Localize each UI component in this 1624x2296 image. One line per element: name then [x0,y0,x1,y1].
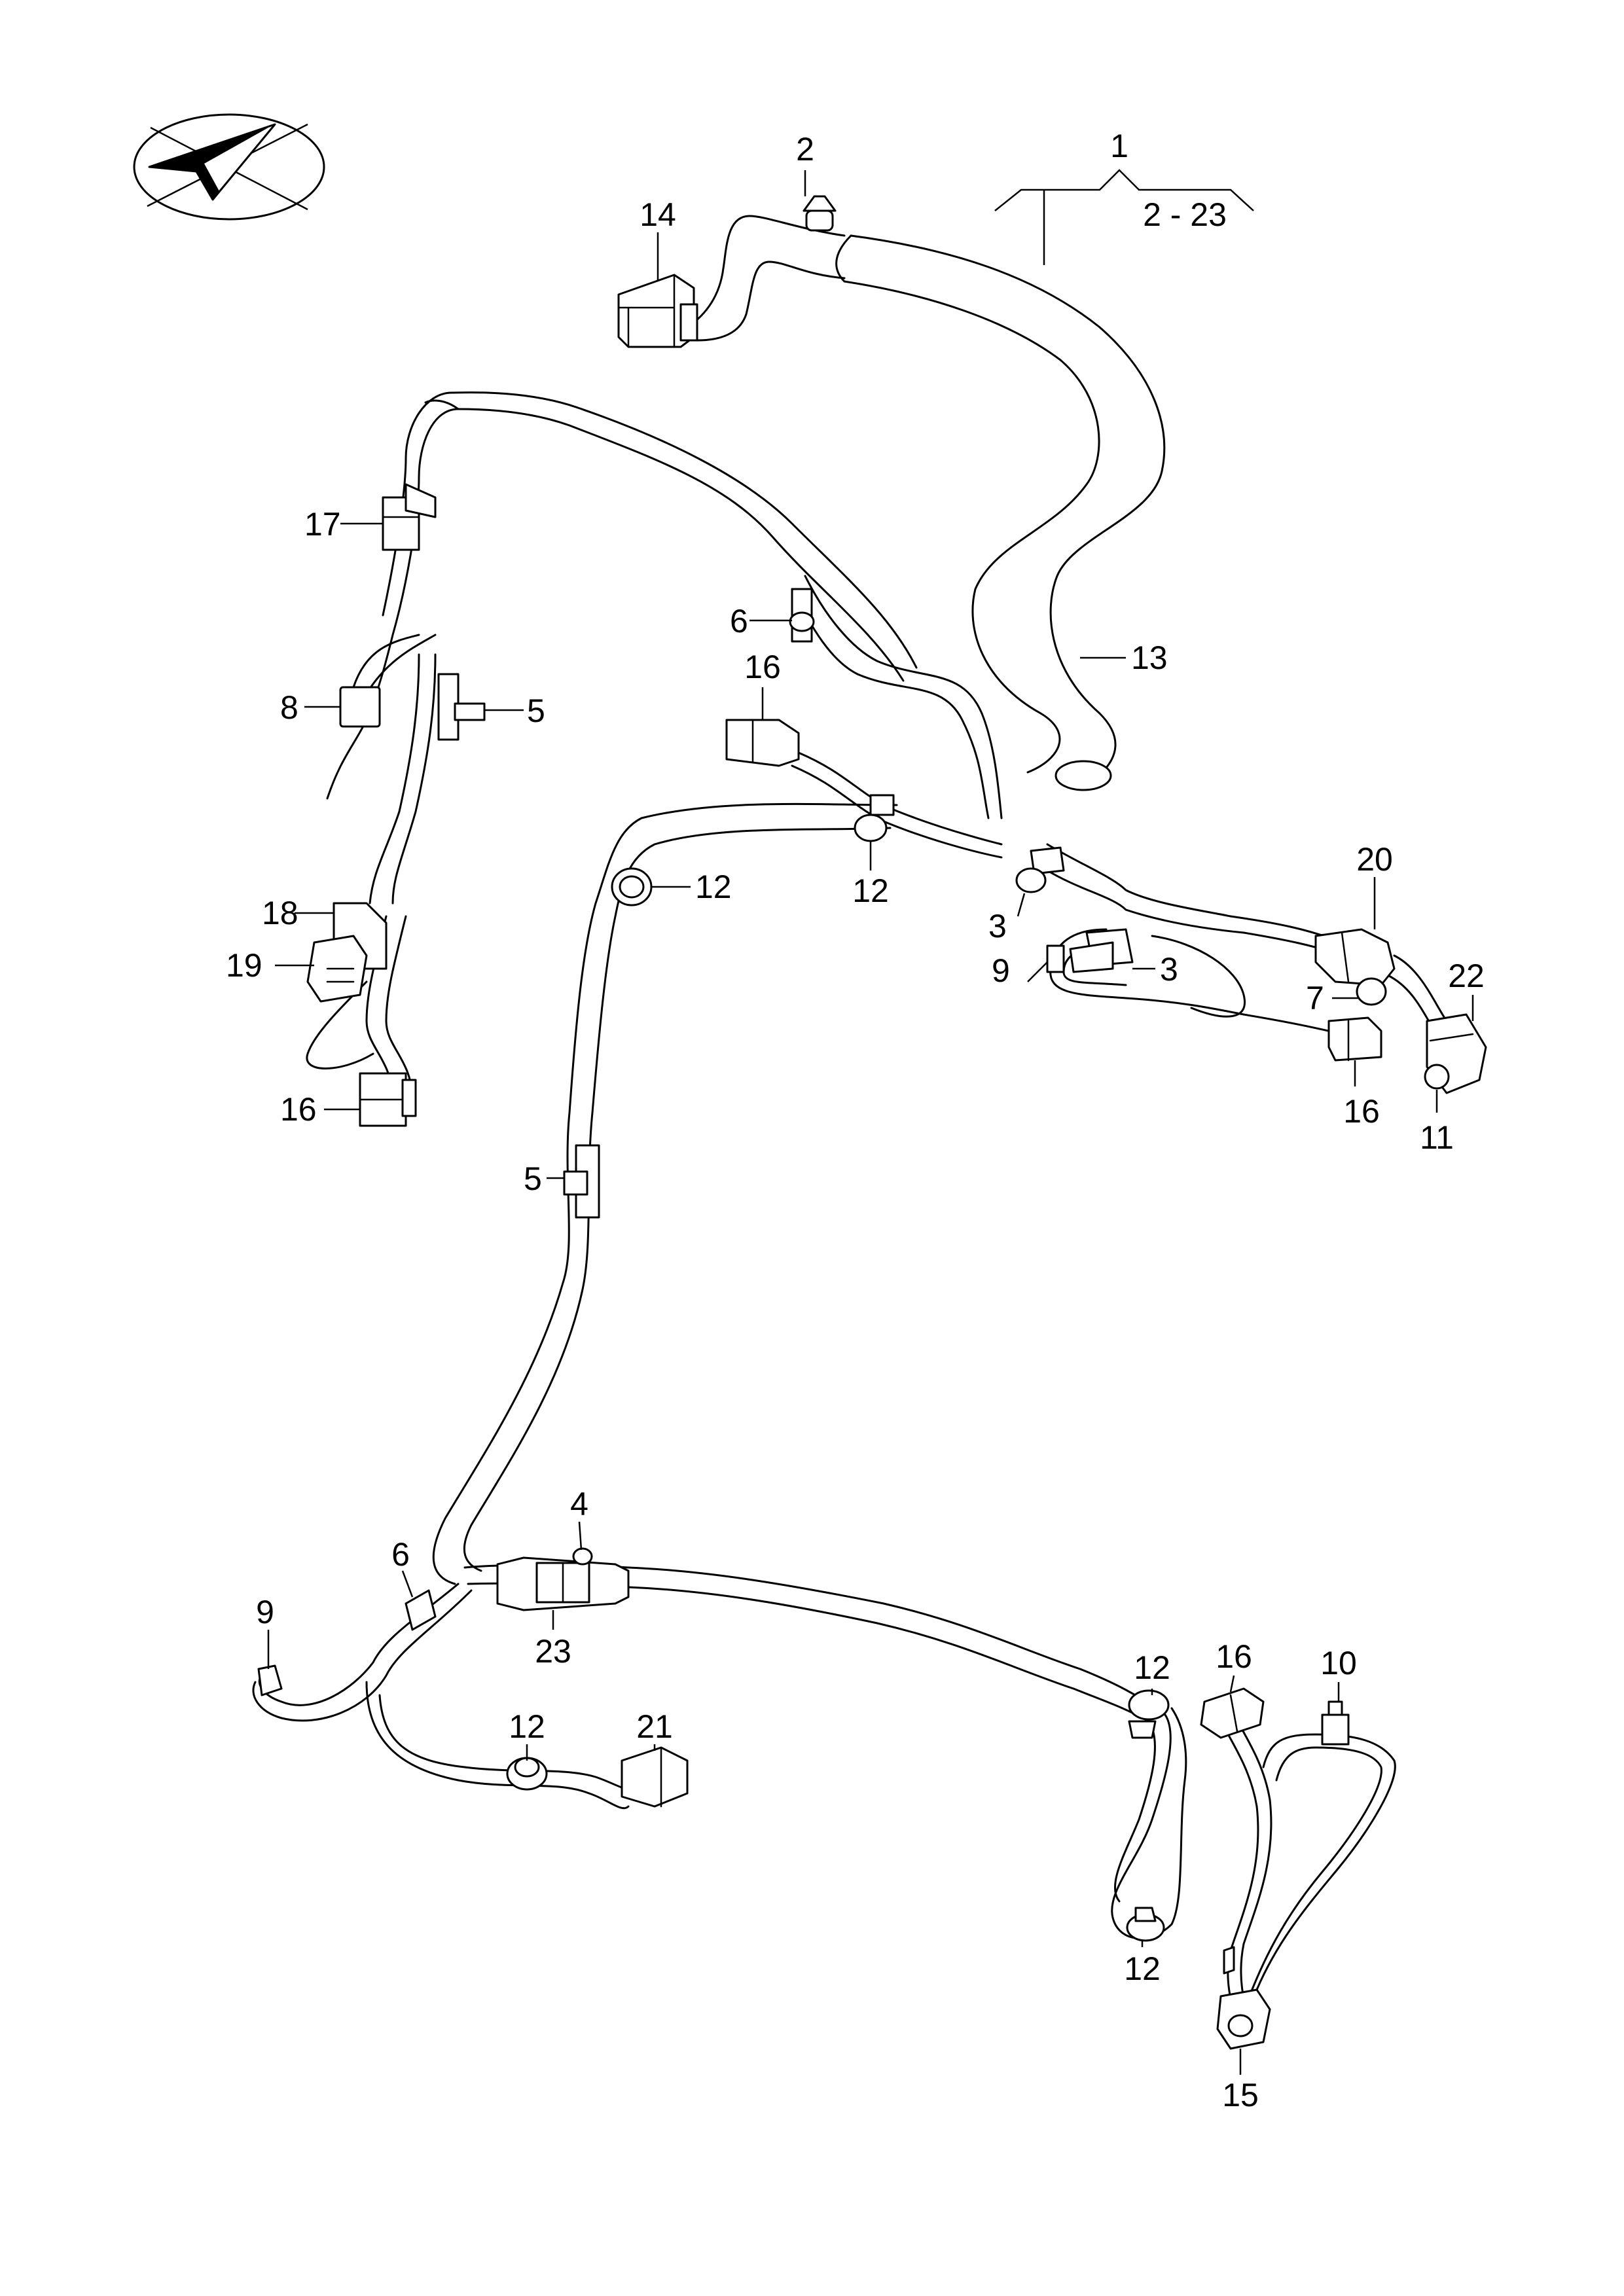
callout-16-center: 16 [744,649,781,685]
clip-12-middle [611,794,895,906]
main-conduit [835,234,1166,791]
callout-3-upper: 3 [988,908,1007,944]
callout-14: 14 [640,196,676,233]
callout-21: 21 [636,1708,673,1745]
callout-16-right: 16 [1343,1093,1380,1130]
callout-10: 10 [1320,1645,1357,1681]
clip-10 [1321,1700,1350,1746]
callout-15: 15 [1222,2077,1259,2113]
callout-16-left: 16 [280,1091,317,1128]
connector-16-lower [1200,1687,1265,1739]
callout-23: 23 [535,1633,571,1670]
callout-9-lower: 9 [256,1594,274,1630]
callout-13: 13 [1131,639,1168,676]
middle-long-harness [432,802,898,1585]
callout-18: 18 [262,895,298,931]
callout-7: 7 [1306,980,1324,1016]
left-upper-branch [326,391,918,800]
direction-arrow-icon [133,113,325,221]
top-branch [686,215,846,342]
right-branch [1015,843,1487,1094]
connector-8 [339,686,381,728]
connector-18-19 [306,902,388,1003]
callout-12-lower-right-upper: 12 [1134,1649,1170,1686]
callout-9-upper: 9 [992,952,1010,989]
callout-8: 8 [280,689,298,726]
clip-5-lower [563,1144,600,1219]
callout-labels: 1 2 - 23 2 14 17 6 13 16 8 5 12 12 3 20 … [226,128,1485,2113]
group-bracket [994,169,1254,265]
callout-2: 2 [796,131,814,168]
callout-12-center: 12 [852,872,889,909]
callout-12-middle-right: 12 [695,869,732,905]
callout-3-lower: 3 [1160,951,1178,988]
callout-17: 17 [304,506,341,543]
callout-1-range: 2 - 23 [1143,196,1227,233]
callout-1: 1 [1110,128,1128,164]
clip-9-lower [257,1664,283,1696]
callout-6-lower: 6 [391,1536,410,1573]
callout-12-lower-left: 12 [509,1708,545,1745]
callout-5-upper: 5 [527,692,545,729]
callout-16-lower: 16 [1216,1638,1252,1675]
clip-12-lower-left [506,1757,548,1791]
left-vertical-harness [306,634,437,1101]
connector-14 [617,274,698,348]
connector-17 [382,483,437,551]
connector-15 [1216,1946,1271,2050]
leader-lines [267,170,1474,2075]
callout-22: 22 [1448,958,1485,994]
callout-11: 11 [1420,1119,1454,1156]
inner-branch [789,575,1003,819]
callout-6-upper: 6 [730,603,748,639]
connector-21 [621,1746,689,1808]
clip-2 [803,195,837,232]
clip-5-upper [437,673,486,741]
callout-20: 20 [1356,841,1393,878]
callout-19: 19 [226,947,262,984]
connector-23 [496,1547,630,1611]
callout-5-lower: 5 [524,1160,542,1197]
connector-16-left [359,1072,417,1127]
clip-12-lower-right [1126,1689,1170,1942]
callout-4: 4 [570,1486,588,1522]
clip-6-lower [405,1589,437,1631]
callout-12-lower-right-lower: 12 [1124,1950,1161,1987]
